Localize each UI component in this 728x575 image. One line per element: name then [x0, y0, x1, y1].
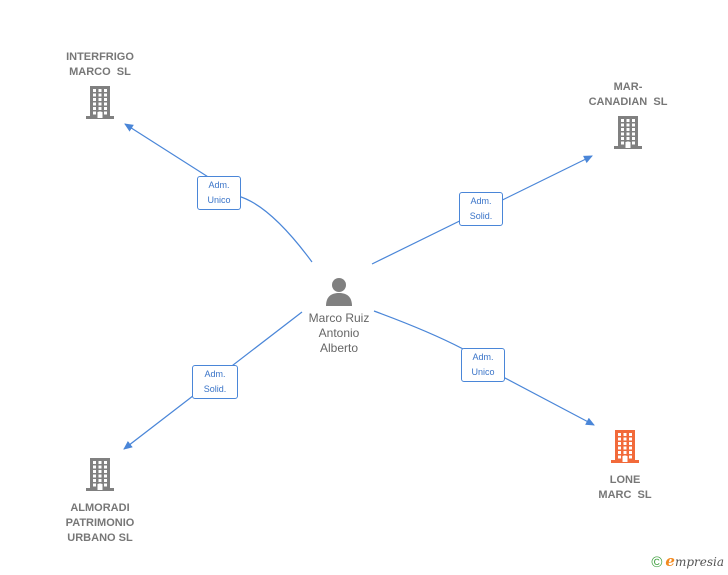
edge-label-interfrigo[interactable]: Adm. Unico [197, 176, 241, 210]
person-node-center[interactable]: Marco Ruiz Antonio Alberto [289, 276, 389, 356]
edge-label-line: Adm. [208, 180, 230, 190]
company-name-line: MARC SL [598, 489, 652, 501]
company-node-mar-canadian[interactable]: MAR- CANADIAN SL [578, 80, 678, 155]
building-icon [86, 86, 114, 119]
edge-label-mar-canadian[interactable]: Adm. Solid. [459, 192, 503, 226]
person-name-line: Marco Ruiz [308, 311, 370, 325]
edge-label-line: Unico [471, 367, 495, 377]
edge-label-line: Adm. [204, 369, 226, 379]
company-node-lone-marc[interactable]: LONE MARC SL [575, 428, 675, 503]
edge-label-line: Solid. [469, 211, 493, 221]
brand-logo: empresia [665, 552, 724, 570]
company-node-almoradi[interactable]: ALMORADI PATRIMONIO URBANO SL [50, 456, 150, 546]
brand-rest: mpresia [674, 555, 724, 569]
edge-label-line: Adm. [470, 196, 492, 206]
edge-label-lone-marc[interactable]: Adm. Unico [461, 348, 505, 382]
company-node-interfrigo[interactable]: INTERFRIGO MARCO SL [50, 50, 150, 125]
company-name-line: CANADIAN SL [588, 96, 668, 108]
edge-label-almoradi[interactable]: Adm. Solid. [192, 365, 238, 399]
copyright-symbol: © [651, 554, 663, 571]
person-icon [326, 278, 352, 306]
company-name-line: PATRIMONIO [65, 517, 135, 529]
building-icon [86, 458, 114, 491]
company-name-line: LONE [609, 474, 641, 486]
company-name-line: MARCO SL [69, 66, 131, 78]
edge-label-line: Unico [207, 195, 231, 205]
edge-label-line: Adm. [472, 352, 494, 362]
company-name-line: ALMORADI [70, 502, 130, 514]
brand-initial: e [665, 552, 675, 570]
edge-label-line: Solid. [203, 384, 227, 394]
company-name-line: MAR- [613, 81, 643, 93]
person-name-line: Antonio [318, 326, 360, 340]
building-icon [614, 116, 642, 149]
person-name-line: Alberto [319, 341, 359, 355]
building-icon [611, 430, 639, 463]
company-name-line: INTERFRIGO [66, 51, 134, 63]
footer-brand: ©empresia [651, 552, 724, 571]
company-name-line: URBANO SL [67, 532, 133, 544]
